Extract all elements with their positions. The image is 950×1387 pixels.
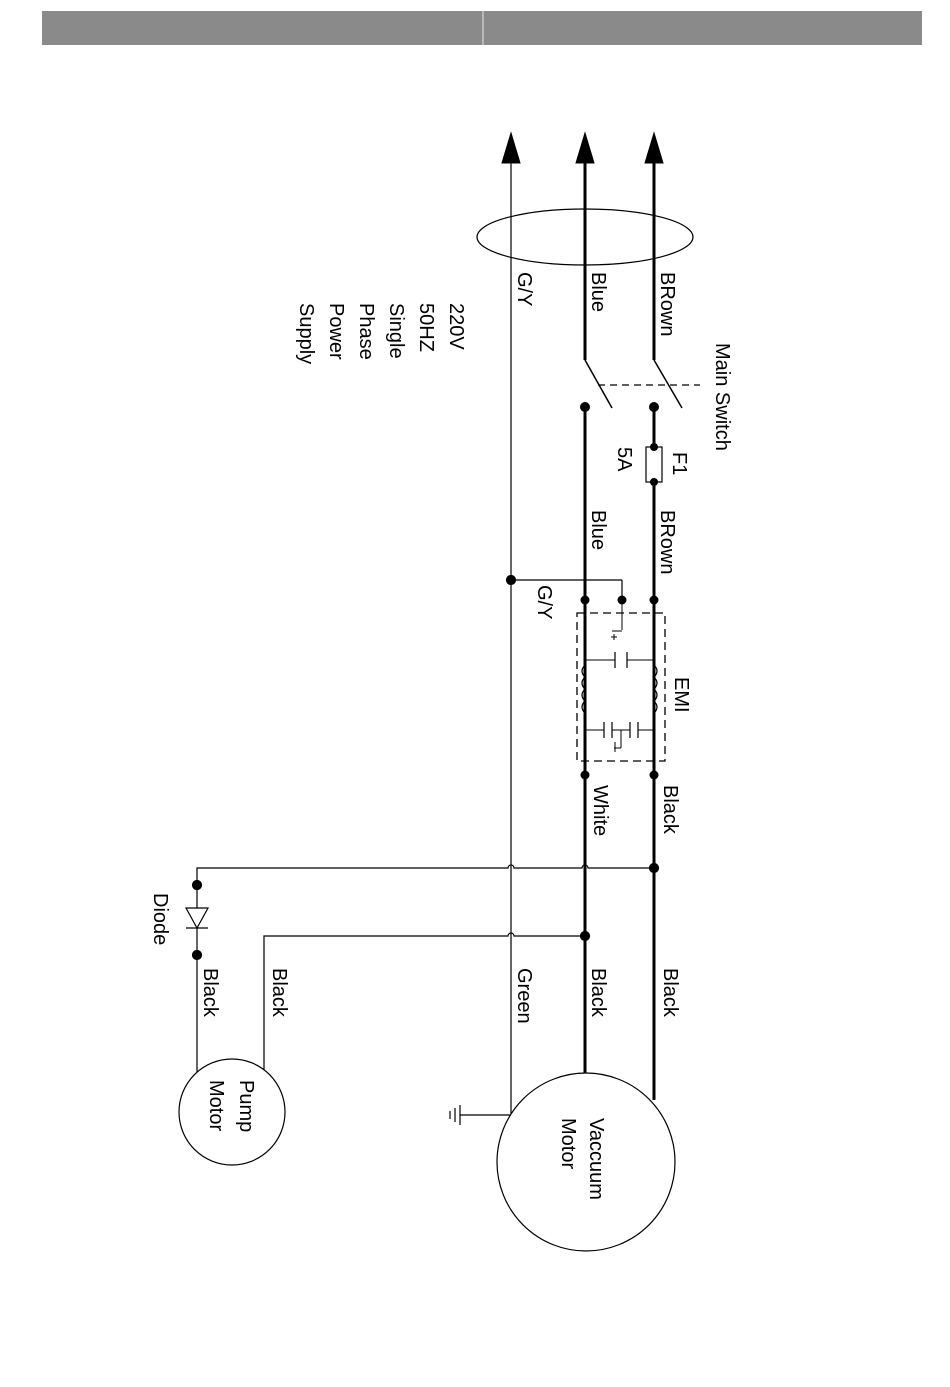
- label-black-vac1: Black: [587, 968, 609, 1018]
- main-switch: [581, 360, 701, 412]
- label-black-vac2: Black: [659, 968, 681, 1018]
- emi-filter: [577, 596, 665, 780]
- supply-label: 220V 50HZ Single Phase Power Supply: [295, 303, 467, 364]
- label-black-pump: Black: [268, 968, 290, 1018]
- label-emi: EMI: [670, 677, 692, 713]
- vacuum-motor-line-2: Motor: [557, 1118, 579, 1169]
- pump-motor-line-1: Pump: [235, 1080, 257, 1132]
- label-fuse-rating: 5A: [613, 447, 635, 472]
- label-black-emi: Black: [659, 785, 681, 835]
- label-gy-top: G/Y: [513, 272, 535, 306]
- supply-line-3: Single: [385, 303, 407, 359]
- supply-line-4: Phase: [355, 303, 377, 360]
- label-blue-top: Blue: [587, 272, 609, 312]
- arrow-brown-icon: [645, 133, 663, 163]
- label-green: Green: [513, 968, 535, 1024]
- arrow-gy-icon: [502, 133, 520, 163]
- supply-line-1: 220V: [445, 303, 467, 350]
- pump-motor: [179, 1059, 285, 1165]
- fuse-f1: [646, 444, 662, 486]
- pump-motor-line-2: Motor: [205, 1080, 227, 1131]
- earth-to-emi: [507, 576, 623, 601]
- label-brown-mid: BRown: [656, 510, 678, 574]
- label-white: White: [589, 785, 611, 836]
- label-gy-mid: G/Y: [533, 585, 555, 619]
- label-brown-top: BRown: [656, 272, 678, 336]
- bus-lines: [193, 864, 659, 1071]
- vacuum-motor-line-1: Vaccuum: [585, 1118, 607, 1200]
- label-blue-mid: Blue: [587, 510, 609, 550]
- supply-line-5: Power: [325, 303, 347, 360]
- label-diode: Diode: [149, 893, 171, 945]
- supply-line-6: Supply: [295, 303, 317, 364]
- label-fuse-name: F1: [668, 452, 690, 475]
- arrow-blue-icon: [576, 133, 594, 163]
- label-black-diode: Black: [199, 968, 221, 1018]
- label-main-switch: Main Switch: [711, 343, 733, 451]
- ground-symbol-icon: [450, 1105, 511, 1125]
- supply-line-2: 50HZ: [415, 303, 437, 352]
